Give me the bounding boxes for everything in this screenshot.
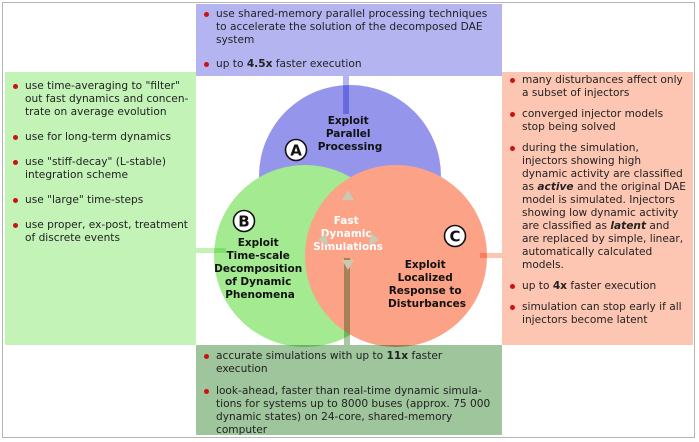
item-text: use shared-memory parallel processing te… <box>216 8 488 46</box>
item-text: and are replaced by simple, linear, auto… <box>522 220 684 271</box>
item-text: accurate simulations with up to <box>216 350 387 362</box>
label-line: Response to <box>389 285 462 297</box>
list-item: during the simulation, injectors showing… <box>508 142 687 272</box>
list-item: use proper, ex-post, treatment of discre… <box>11 219 190 245</box>
arrow-down-icon <box>342 260 354 270</box>
badge-letter: A <box>290 142 302 160</box>
item-text: faster execution <box>272 58 362 70</box>
circle-b-label: Exploit Time-scale Decomposition of Dyna… <box>214 237 306 301</box>
item-text: and the original DAE model is simulated.… <box>522 181 686 232</box>
list-item: simulation can stop early if all injecto… <box>508 301 687 327</box>
item-text: up to <box>216 58 247 70</box>
list-item: use for long-term dynamics <box>11 131 190 144</box>
arrow-up-icon <box>342 190 354 200</box>
results-panel: accurate simulations with up to 11x fast… <box>196 345 502 437</box>
label-line: Processing <box>318 141 383 153</box>
badge-letter: C <box>449 228 460 246</box>
badge-letter: B <box>238 213 249 231</box>
item-text: faster execution <box>216 350 443 375</box>
badge-b: B <box>232 209 256 233</box>
list-item: up to 4x faster execution <box>508 280 687 293</box>
list-item: use "large" time-steps <box>11 194 190 207</box>
arrow-right-icon <box>369 233 379 246</box>
item-text: during the simulation, injectors showing… <box>522 142 683 193</box>
label-line: Exploit <box>328 115 369 127</box>
item-text: use "large" time-steps <box>25 194 144 206</box>
connector-left <box>196 248 226 253</box>
active-term: active <box>537 181 574 193</box>
item-text: use for long-term dynamics <box>25 131 172 143</box>
label-line: Dynamic <box>321 228 372 240</box>
circle-localized-response <box>305 165 487 347</box>
center-arrows <box>318 190 379 270</box>
arrow-left-icon <box>318 233 328 246</box>
speedup-value: 4.5x <box>246 58 273 70</box>
list-item: use shared-memory parallel processing te… <box>202 8 496 47</box>
label-line: Exploit <box>405 259 446 271</box>
circle-a-label: Exploit Parallel Processing <box>318 115 383 153</box>
list-item: use "stiff-decay" (L-stable) integration… <box>11 156 190 182</box>
parallel-processing-panel: use shared-memory parallel processing te… <box>196 4 502 76</box>
diagram-frame <box>2 2 695 438</box>
item-text: look-ahead, faster than real-time dynami… <box>216 385 491 436</box>
list-item: use time-averaging to "filter" out fast … <box>11 80 190 119</box>
list-item: converged injector models stop being sol… <box>508 108 687 134</box>
item-text: simulation can stop early if all injecto… <box>522 301 682 326</box>
center-label: Fast Dynamic Simulations <box>313 215 383 253</box>
label-line: Disturbances <box>388 298 466 310</box>
latent-term: latent <box>610 220 647 232</box>
label-line: Exploit <box>238 237 279 249</box>
circle-c-label: Exploit Localized Response to Disturbanc… <box>388 259 466 310</box>
item-text: faster execution <box>567 280 657 292</box>
badge-a: A <box>284 138 308 162</box>
localized-response-panel: many disturbances affect only a subset o… <box>502 72 693 345</box>
label-line: Parallel <box>326 128 371 140</box>
label-line: Simulations <box>313 241 383 253</box>
list-item: up to 4.5x faster execution <box>202 58 496 71</box>
item-text: use proper, ex-post, treatment of discre… <box>25 219 188 244</box>
item-text: use "stiff-decay" (L-stable) integration… <box>25 156 166 181</box>
item-text: converged injector models stop being sol… <box>522 108 664 133</box>
label-line: of Dynamic <box>225 276 291 288</box>
speedup-value: 4x <box>552 280 568 292</box>
label-line: Localized <box>398 272 453 284</box>
connector-right <box>480 253 502 258</box>
badge-c: C <box>443 224 467 248</box>
list-item: many disturbances affect only a subset o… <box>508 74 687 100</box>
speedup-value: 11x <box>386 350 409 362</box>
label-line: Decomposition <box>214 263 302 275</box>
item-text: up to <box>522 280 553 292</box>
list-item: accurate simulations with up to 11x fast… <box>202 350 496 376</box>
label-line: Time-scale <box>226 250 289 262</box>
item-text: use time-averaging to "filter" out fast … <box>25 80 189 118</box>
label-line: Phenomena <box>225 289 295 301</box>
list-item: look-ahead, faster than real-time dynami… <box>202 385 496 437</box>
item-text: many disturbances affect only a subset o… <box>522 74 683 99</box>
label-line: Fast <box>334 215 359 227</box>
time-scale-panel: use time-averaging to "filter" out fast … <box>5 72 196 345</box>
